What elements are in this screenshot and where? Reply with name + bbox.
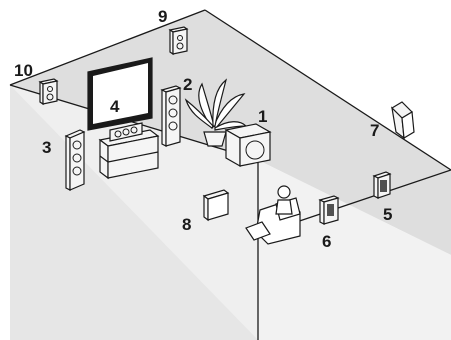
label-surround-left: 8	[182, 215, 191, 234]
label-front-presence-right: 9	[158, 7, 167, 26]
front-left-speaker	[66, 130, 84, 190]
label-center: 4	[110, 97, 120, 116]
surround-right-speaker	[374, 172, 390, 198]
label-surround-right: 5	[383, 205, 392, 224]
front-presence-right-speaker	[170, 27, 187, 54]
presence-right-speaker	[392, 102, 414, 138]
front-right-speaker	[162, 86, 180, 146]
label-surround-back-right: 6	[322, 232, 331, 251]
front-presence-left-speaker	[40, 79, 57, 104]
surround-back-right-speaker	[320, 196, 338, 224]
surround-left-speaker	[204, 190, 228, 220]
label-subwoofer: 1	[258, 107, 267, 126]
label-front-left: 3	[42, 138, 51, 157]
subwoofer	[226, 124, 270, 166]
label-front-right: 2	[183, 75, 192, 94]
label-presence-right: 7	[370, 121, 379, 140]
label-front-presence-left: 10	[14, 61, 33, 80]
